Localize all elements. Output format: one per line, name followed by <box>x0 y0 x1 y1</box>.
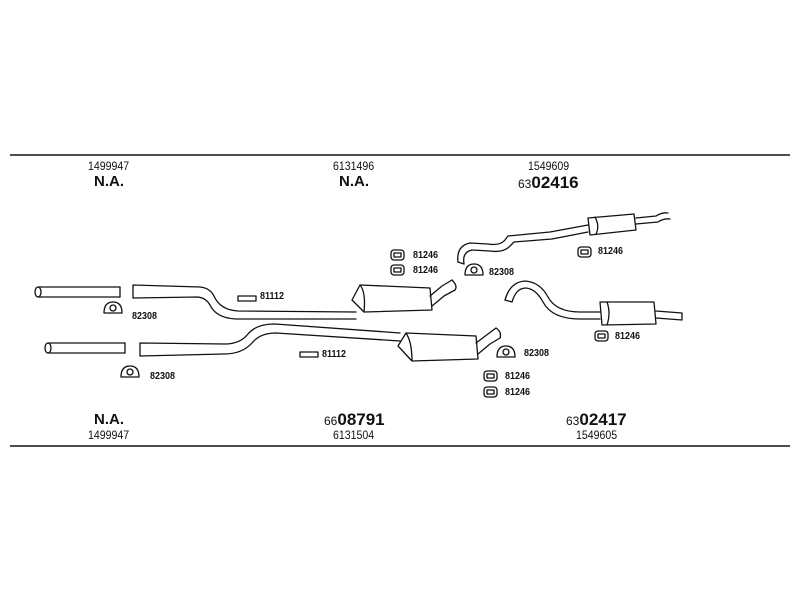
callout-clamp-lower-mid: 82308 <box>524 348 550 359</box>
bottom-code-2: 6608791 <box>324 411 385 428</box>
rear-silencer-lower <box>599 301 683 326</box>
callout-hanger-upper: 81112 <box>260 291 285 302</box>
hanger-lower-icon <box>299 351 319 358</box>
bottom-code-3: 6302417 <box>566 411 627 428</box>
callout-rubber-rear-mid: 81246 <box>615 331 641 342</box>
front-pipe-lower <box>44 342 126 354</box>
callout-clamp-upper-mid: 82308 <box>489 267 515 278</box>
middle-pipe-upper <box>132 284 357 320</box>
callout-rubber-upper-2: 81246 <box>413 265 439 276</box>
callout-clamp-upper-left: 82308 <box>132 311 158 322</box>
callout-hanger-lower: 81112 <box>322 349 347 360</box>
rubber-mount-upper-1-icon <box>390 249 405 261</box>
rear-pipe-lower <box>504 280 601 320</box>
bottom-part-number-2: 6131504 <box>333 428 375 442</box>
top-part-number-2: 6131496 <box>333 159 375 173</box>
bottom-part-number-1: 1499947 <box>88 428 130 442</box>
callout-clamp-lower-left: 82308 <box>150 371 176 382</box>
center-muffler-upper <box>351 279 457 313</box>
top-code-3-prefix: 63 <box>518 177 532 191</box>
top-code-2: N.A. <box>339 173 369 190</box>
center-muffler-lower <box>397 327 502 362</box>
front-pipe-upper <box>34 286 121 298</box>
top-code-1: N.A. <box>94 173 124 190</box>
callout-rubber-lower-1: 81246 <box>505 371 531 382</box>
bottom-part-number-3: 1549605 <box>576 428 618 442</box>
bottom-code-2-main: 08791 <box>337 410 385 429</box>
top-part-number-1: 1499947 <box>88 159 130 173</box>
callout-rubber-rear-top: 81246 <box>598 246 624 257</box>
middle-pipe-lower <box>139 323 401 357</box>
callout-rubber-lower-2: 81246 <box>505 387 531 398</box>
rubber-mount-upper-2-icon <box>390 264 405 276</box>
clamp-lower-mid-icon <box>496 345 516 358</box>
hanger-upper-icon <box>237 295 257 302</box>
clamp-upper-mid-icon <box>464 263 484 276</box>
rear-pipe-upper <box>457 224 589 265</box>
clamp-upper-left-icon <box>103 301 123 314</box>
rubber-mount-lower-1-icon <box>483 370 498 382</box>
top-part-number-3: 1549609 <box>528 159 570 173</box>
rubber-mount-lower-2-icon <box>483 386 498 398</box>
bottom-code-2-prefix: 66 <box>324 414 338 428</box>
bottom-code-3-main: 02417 <box>579 410 627 429</box>
clamp-lower-left-icon <box>120 365 140 378</box>
top-code-3-main: 02416 <box>531 173 579 192</box>
bottom-code-1: N.A. <box>94 411 124 428</box>
rubber-mount-rear-mid-icon <box>594 330 609 342</box>
top-code-3: 6302416 <box>518 174 579 191</box>
rear-silencer-upper <box>587 212 671 236</box>
bottom-code-3-prefix: 63 <box>566 414 580 428</box>
callout-rubber-upper-1: 81246 <box>413 250 439 261</box>
rubber-mount-rear-top-icon <box>577 246 592 258</box>
